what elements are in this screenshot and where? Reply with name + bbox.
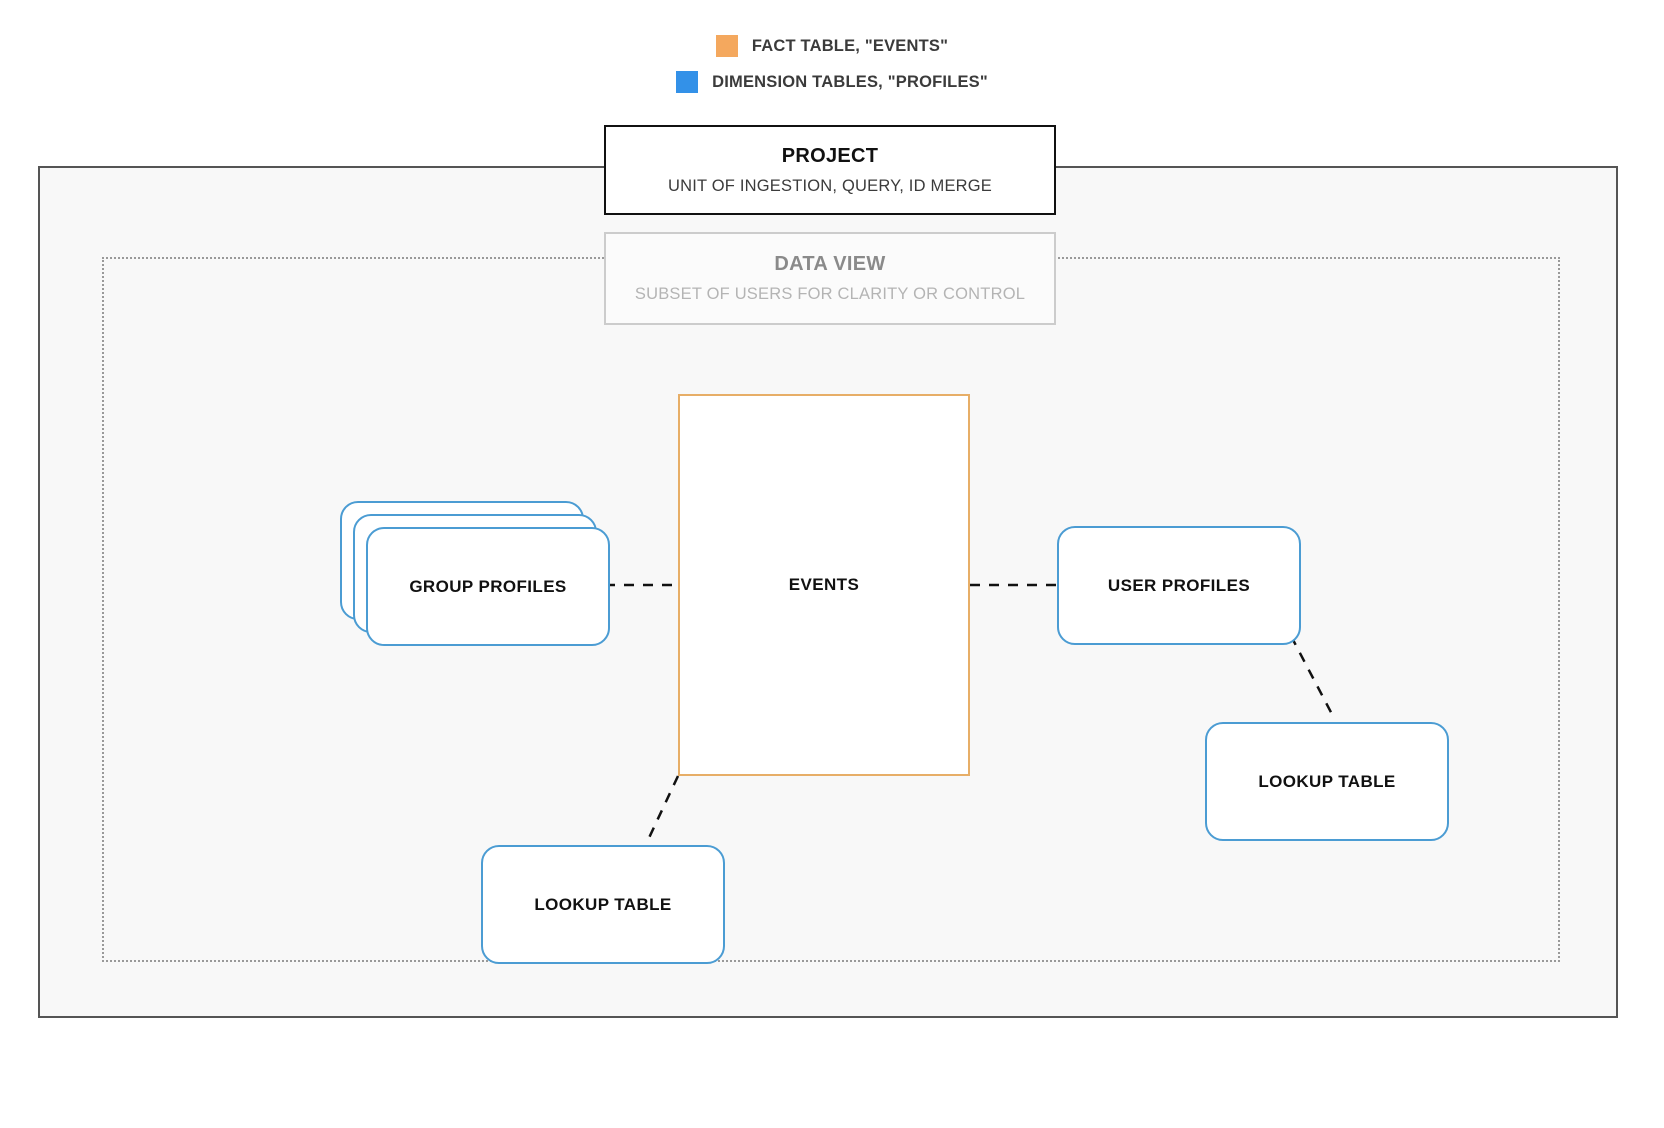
data-view-label-box: DATA VIEW SUBSET OF USERS FOR CLARITY OR…: [604, 232, 1056, 325]
project-subtitle: UNIT OF INGESTION, QUERY, ID MERGE: [667, 176, 992, 195]
data-view-title: DATA VIEW: [774, 253, 886, 276]
node-events-label: EVENTS: [788, 575, 860, 594]
node-lookup-table-left-label: LOOKUP TABLE: [534, 894, 672, 914]
project-label-box: PROJECT UNIT OF INGESTION, QUERY, ID MER…: [604, 125, 1056, 215]
blue-square-swatch: [676, 71, 699, 93]
project-title: PROJECT: [781, 144, 879, 167]
node-lookup-table-right[interactable]: LOOKUP TABLE: [1205, 722, 1449, 841]
legend: FACT TABLE, "EVENTS" DIMENSION TABLES, "…: [0, 28, 1664, 100]
legend-item-dimension-tables: DIMENSION TABLES, "PROFILES": [0, 64, 1664, 100]
data-view-subtitle: SUBSET OF USERS FOR CLARITY OR CONTROL: [634, 285, 1026, 304]
node-events[interactable]: EVENTS: [678, 394, 970, 776]
legend-item-fact-table: FACT TABLE, "EVENTS": [0, 28, 1664, 64]
node-user-profiles-label: USER PROFILES: [1107, 575, 1251, 595]
legend-label-fact-table: FACT TABLE, "EVENTS": [751, 36, 949, 55]
legend-label-dimension-tables: DIMENSION TABLES, "PROFILES": [712, 72, 988, 91]
orange-square-swatch: [715, 35, 738, 57]
node-group-profiles-label: GROUP PROFILES: [409, 576, 567, 596]
node-user-profiles[interactable]: USER PROFILES: [1057, 526, 1301, 645]
node-lookup-table-right-label: LOOKUP TABLE: [1258, 771, 1396, 791]
node-lookup-table-left[interactable]: LOOKUP TABLE: [481, 845, 725, 964]
group-profiles-card-front[interactable]: GROUP PROFILES: [366, 527, 610, 646]
node-group-profiles[interactable]: GROUP PROFILES: [340, 501, 618, 659]
